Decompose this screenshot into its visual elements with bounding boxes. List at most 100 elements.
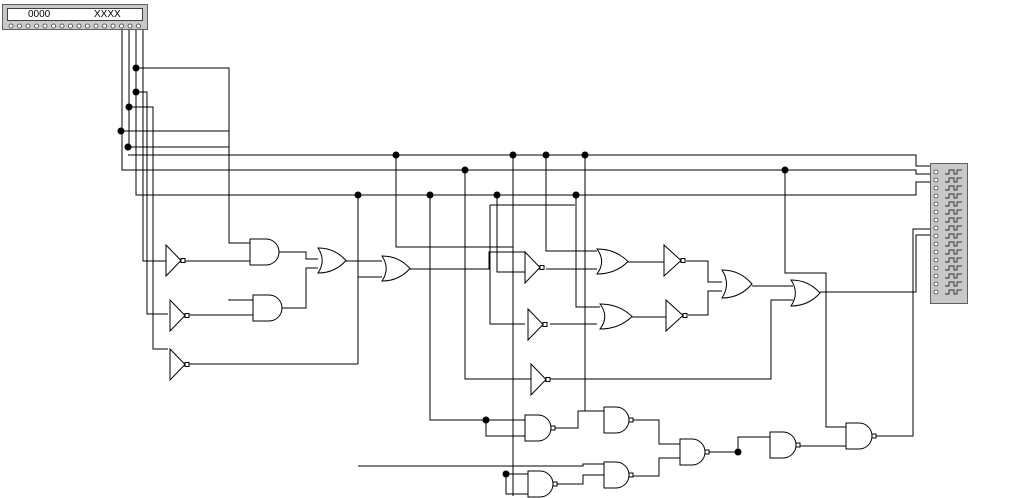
wire-network xyxy=(121,30,930,496)
wire xyxy=(545,155,597,252)
wire xyxy=(121,30,930,175)
logic-analyzer-channels xyxy=(933,169,962,295)
wire xyxy=(395,155,513,248)
word-generator-pins xyxy=(8,23,141,29)
analyzer-trace xyxy=(945,249,962,255)
not-gate xyxy=(527,307,544,342)
inverter-bubble xyxy=(680,258,686,263)
inverter-bubble xyxy=(704,449,710,455)
not-gate xyxy=(165,243,182,278)
word-generator-pin xyxy=(59,23,65,29)
wire xyxy=(485,420,525,437)
junction-dot xyxy=(117,127,125,135)
wire xyxy=(557,474,604,485)
word-generator-pin xyxy=(76,23,82,29)
analyzer-pin xyxy=(933,281,939,287)
word-generator-pin xyxy=(68,23,73,29)
wire xyxy=(784,170,846,428)
wire xyxy=(505,474,528,495)
nand-gate xyxy=(603,461,630,489)
inverter-bubble xyxy=(180,258,186,263)
analyzer-pin xyxy=(933,273,939,279)
junction-dot xyxy=(125,103,133,111)
analyzer-pin xyxy=(933,241,939,247)
or-gate xyxy=(721,269,753,299)
word-generator-pin xyxy=(127,23,133,29)
junction-dot xyxy=(493,191,501,199)
logic-gates xyxy=(165,238,877,498)
word-generator-pin xyxy=(42,23,48,29)
wire xyxy=(633,419,680,445)
not-gate xyxy=(665,298,684,333)
inverter-bubble xyxy=(795,442,801,448)
analyzer-trace xyxy=(945,225,962,231)
wire xyxy=(555,410,604,429)
wire xyxy=(633,457,680,477)
analyzer-pin xyxy=(933,193,939,199)
wire xyxy=(128,30,230,172)
inverter-bubble xyxy=(552,481,558,487)
inverter-bubble xyxy=(184,362,190,367)
analyzer-trace xyxy=(945,265,962,271)
inverter-bubble xyxy=(628,472,634,478)
analyzer-trace xyxy=(945,273,962,279)
word-generator-pin xyxy=(136,23,141,29)
wire xyxy=(358,463,604,467)
word-generator-pin xyxy=(51,23,56,29)
inverter-bubble xyxy=(542,322,548,327)
not-gate xyxy=(169,347,186,382)
and-gate xyxy=(249,238,280,266)
or-gate xyxy=(790,279,821,307)
word-generator-pin xyxy=(110,23,116,29)
analyzer-pin xyxy=(933,225,939,231)
nand-gate xyxy=(603,406,630,434)
word-generator-address: 0000 xyxy=(28,9,51,20)
logic-analyzer[interactable] xyxy=(930,163,968,304)
and-gate xyxy=(252,294,283,322)
analyzer-pin xyxy=(933,201,939,207)
wire xyxy=(489,205,525,325)
word-generator-pin xyxy=(17,23,22,29)
word-generator-pin xyxy=(93,23,99,29)
junction-dots xyxy=(117,64,789,478)
wire xyxy=(128,154,930,167)
inverter-bubble xyxy=(539,265,545,270)
inverter-bubble xyxy=(871,433,877,439)
wire xyxy=(820,234,930,293)
junction-dot xyxy=(392,151,400,159)
inverter-bubble xyxy=(545,377,551,382)
junction-dot xyxy=(482,416,490,424)
wire xyxy=(464,170,531,380)
wire xyxy=(142,30,166,262)
inverter-bubble xyxy=(550,425,556,431)
wire xyxy=(429,195,525,421)
word-generator[interactable]: 0000 XXXX xyxy=(2,4,148,30)
analyzer-trace xyxy=(945,209,962,215)
junction-dot xyxy=(461,166,469,174)
analyzer-trace xyxy=(945,233,962,239)
analyzer-pin xyxy=(933,265,939,271)
junction-dot xyxy=(572,191,580,199)
wire xyxy=(129,106,168,350)
analyzer-pin xyxy=(933,233,939,239)
inverter-bubble xyxy=(184,313,190,318)
nand-gate xyxy=(524,414,552,442)
junction-dot xyxy=(734,448,742,456)
inverter-bubble xyxy=(682,313,688,318)
word-generator-value: XXXX xyxy=(94,9,121,20)
analyzer-trace xyxy=(945,185,962,191)
inverter-bubble xyxy=(628,417,634,423)
wire xyxy=(686,260,722,283)
not-gate xyxy=(530,362,547,397)
analyzer-trace xyxy=(945,217,962,223)
junction-dot xyxy=(354,191,362,199)
junction-dot xyxy=(426,191,434,199)
junction-dot xyxy=(509,151,517,159)
wire xyxy=(410,251,525,270)
analyzer-pin xyxy=(933,249,939,255)
wire xyxy=(584,155,604,412)
or-gate xyxy=(598,303,633,330)
wire xyxy=(496,195,525,273)
junction-dot xyxy=(781,166,789,174)
